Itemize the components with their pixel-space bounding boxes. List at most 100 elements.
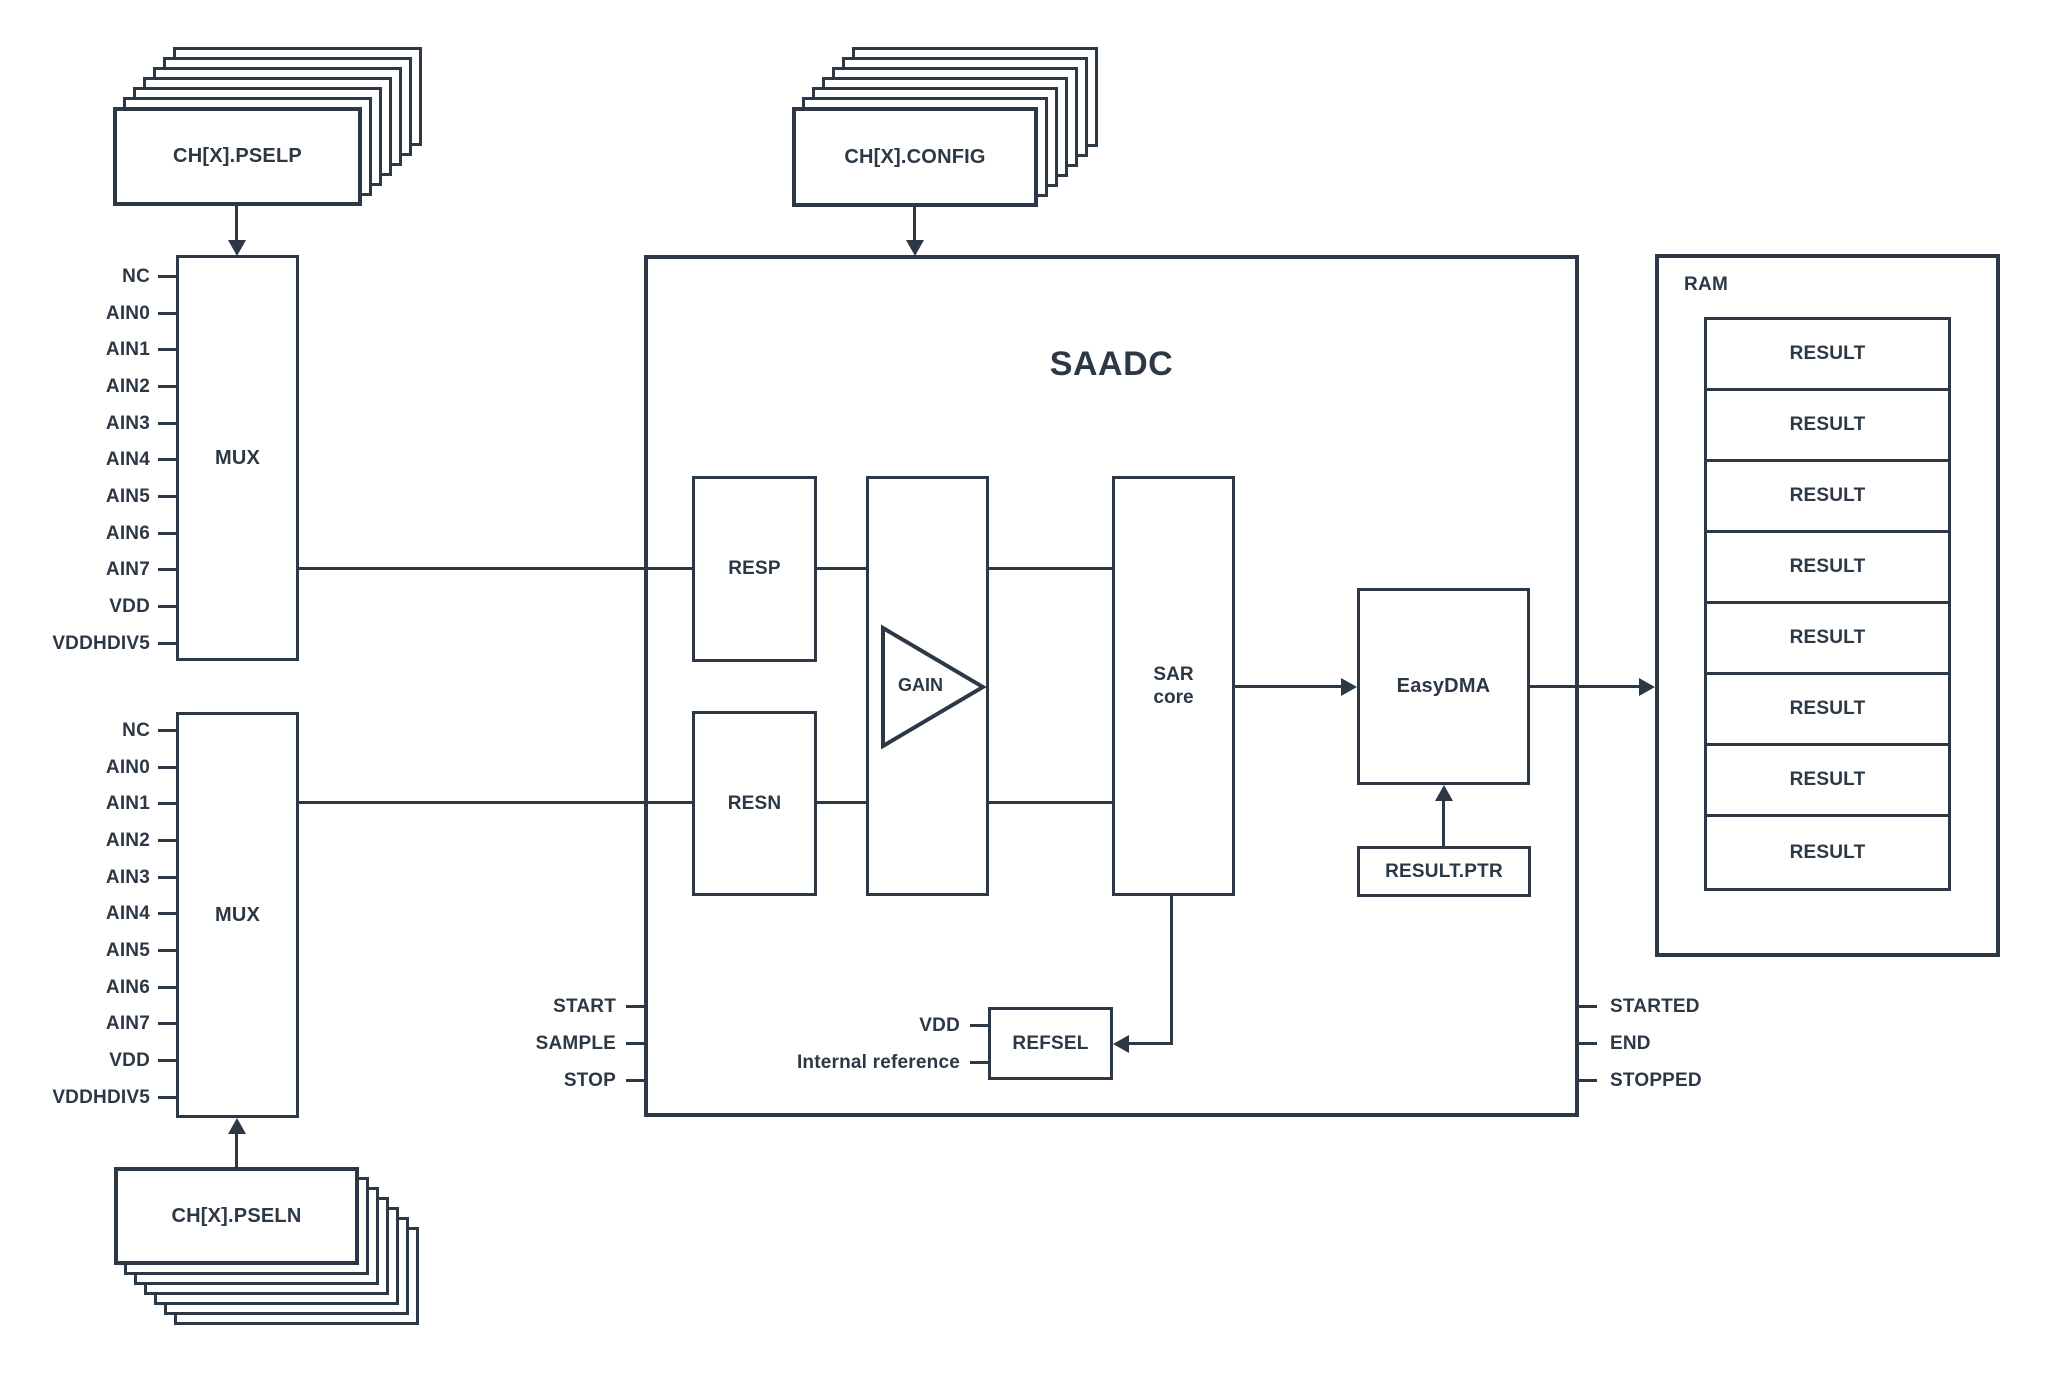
arrowhead-to-refsel [1113, 1035, 1129, 1053]
arrowhead-sar-to-easydma [1341, 678, 1357, 696]
saadc-title: SAADC [1049, 345, 1174, 383]
mux-bottom-pin-ain3: AIN3 [105, 867, 150, 888]
ram-result-row: RESULT [1707, 675, 1948, 746]
wire-sar-to-easydma [1235, 685, 1343, 688]
mux-top-pin-ain5: AIN5 [105, 486, 150, 507]
mux-top-pin-tick [158, 275, 176, 278]
mux-bottom-pin-ain1: AIN1 [105, 793, 150, 814]
gain-amplifier-triangle [881, 624, 986, 750]
mux-bottom-pin-tick [158, 766, 176, 769]
mux-bottom-pin-vdd: VDD [109, 1050, 150, 1071]
mux-bottom-pin-ain6: AIN6 [105, 977, 150, 998]
mux-top-box: MUX [176, 255, 299, 661]
mux-top-pin-vddhdiv5: VDDHDIV5 [52, 633, 150, 654]
result-label: RESULT [1789, 769, 1866, 790]
config-register: CH[X].CONFIG [792, 107, 1038, 207]
mux-top-pin-tick [158, 348, 176, 351]
mux-bottom-pin-tick [158, 949, 176, 952]
mux-top-pin-tick [158, 568, 176, 571]
ram-result-stack: RESULT RESULT RESULT RESULT RESULT RESUL… [1704, 317, 1951, 891]
ram-result-row: RESULT [1707, 533, 1948, 604]
mux-top-pin-ain6: AIN6 [105, 523, 150, 544]
refsel-pin-tick [970, 1024, 988, 1027]
mux-top-pin-ain2: AIN2 [105, 376, 150, 397]
pseln-label: CH[X].PSELN [171, 1204, 302, 1227]
task-pin-tick [626, 1042, 644, 1045]
task-pin-stop: STOP [563, 1070, 616, 1091]
ram-result-row: RESULT [1707, 320, 1948, 391]
config-label: CH[X].CONFIG [844, 145, 986, 168]
gain-box: GAIN [866, 476, 989, 896]
mux-top-pin-vdd: VDD [109, 596, 150, 617]
mux-top-pin-tick [158, 458, 176, 461]
task-pin-tick [626, 1079, 644, 1082]
mux-top-pin-ain1: AIN1 [105, 339, 150, 360]
result-ptr-label: RESULT.PTR [1385, 860, 1503, 882]
resp-label: RESP [728, 558, 781, 579]
mux-bottom-pin-tick [158, 802, 176, 805]
wire-resp-to-gain [817, 567, 866, 570]
mux-top-pin-tick [158, 495, 176, 498]
mux-bottom-pin-ain2: AIN2 [105, 830, 150, 851]
mux-bottom-pin-tick [158, 876, 176, 879]
mux-bottom-label: MUX [214, 903, 261, 926]
resn-label: RESN [727, 792, 782, 814]
wire-mux-bottom-to-resn [299, 801, 692, 804]
mux-bottom-pin-tick [158, 729, 176, 732]
event-pin-stopped: STOPPED [1610, 1070, 1702, 1091]
mux-top-label: MUX [214, 446, 261, 469]
mux-bottom-pin-vddhdiv5: VDDHDIV5 [52, 1087, 150, 1108]
mux-top-pin-ain4: AIN4 [105, 449, 150, 470]
result-label: RESULT [1789, 841, 1866, 863]
mux-bottom-pin-tick [158, 912, 176, 915]
mux-top-pin-tick [158, 422, 176, 425]
mux-top-pin-tick [158, 312, 176, 315]
mux-top-pin-tick [158, 532, 176, 535]
easydma-box: EasyDMA [1357, 588, 1530, 785]
refsel-pin-vdd: VDD [919, 1015, 960, 1036]
result-label: RESULT [1789, 343, 1866, 364]
easydma-label: EasyDMA [1396, 675, 1491, 697]
mux-bottom-pin-ain4: AIN4 [105, 903, 150, 924]
ram-result-row: RESULT [1707, 817, 1948, 888]
ram-result-row: RESULT [1707, 391, 1948, 462]
arrowhead-config-to-saadc [906, 240, 924, 256]
sar-core-label: SAR core [1153, 663, 1193, 709]
result-label: RESULT [1789, 556, 1866, 577]
mux-bottom-pin-tick [158, 1096, 176, 1099]
event-pin-started: STARTED [1610, 996, 1700, 1017]
refsel-box: REFSEL [988, 1007, 1113, 1080]
pselp-label: CH[X].PSELP [173, 145, 302, 167]
task-pin-start: START [553, 996, 616, 1017]
event-pin-tick [1579, 1042, 1597, 1045]
result-label: RESULT [1789, 414, 1866, 435]
mux-top-pin-ain7: AIN7 [105, 559, 150, 580]
result-label: RESULT [1789, 485, 1866, 506]
result-label: RESULT [1789, 698, 1866, 719]
ram-result-row: RESULT [1707, 746, 1948, 817]
refsel-pin-internal-reference: Internal reference [796, 1052, 960, 1073]
mux-top-pin-nc: NC [122, 266, 150, 287]
mux-top-pin-ain3: AIN3 [105, 413, 150, 434]
sar-core-line2: core [1153, 687, 1194, 708]
mux-bottom-pin-ain7: AIN7 [105, 1013, 150, 1034]
mux-bottom-pin-tick [158, 986, 176, 989]
mux-top-pin-tick [158, 642, 176, 645]
wire-pseln-arrow-stem [235, 1134, 238, 1167]
event-pin-end: END [1610, 1033, 1651, 1054]
wire-config-arrow-stem [913, 207, 916, 242]
arrowhead-resultptr-to-easydma [1435, 785, 1453, 801]
wire-to-refsel [1129, 1042, 1173, 1045]
resn-box: RESN [692, 711, 817, 896]
arrowhead-pselp-to-mux [228, 240, 246, 256]
wire-resultptr-arrow-stem [1442, 801, 1445, 846]
wire-mux-top-to-resp [299, 567, 692, 570]
ram-result-row: RESULT [1707, 462, 1948, 533]
pseln-register: CH[X].PSELN [114, 1167, 359, 1265]
pselp-register: CH[X].PSELP [113, 107, 362, 206]
mux-bottom-pin-nc: NC [122, 720, 150, 741]
mux-bottom-pin-ain5: AIN5 [105, 940, 150, 961]
wire-resn-to-gain [817, 801, 866, 804]
mux-bottom-pin-tick [158, 839, 176, 842]
ram-label: RAM [1684, 274, 1729, 295]
